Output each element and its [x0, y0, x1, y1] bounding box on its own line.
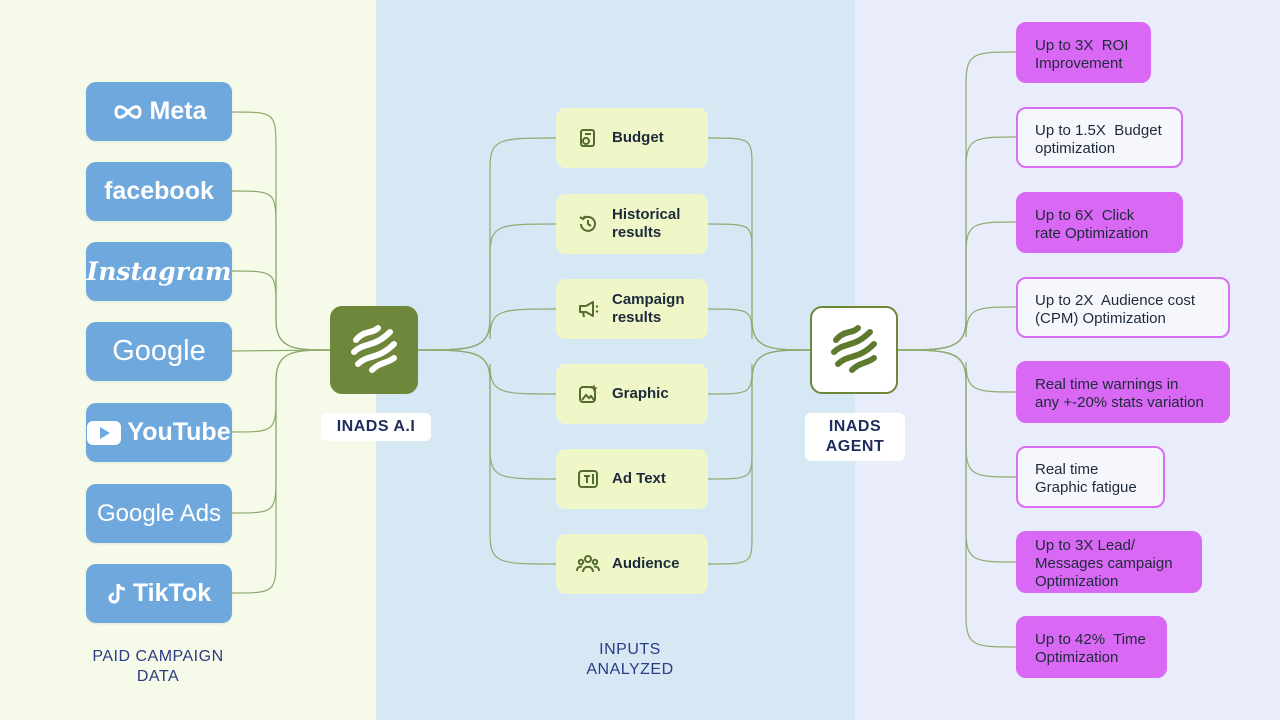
source-connector [231, 190, 331, 351]
source-label: Instagram [86, 257, 232, 286]
output-connector [897, 136, 1017, 351]
input-ad-text: Ad Text [556, 449, 708, 509]
audience-icon [576, 552, 600, 576]
megaphone-icon [576, 297, 600, 321]
output-connector [897, 349, 1017, 563]
output-connector [897, 51, 1017, 351]
inputs-analyzed-caption: INPUTS ANALYZED [586, 641, 674, 678]
tiktok-note-icon [107, 582, 127, 606]
input-connector [417, 137, 557, 351]
source-google: Google [86, 322, 232, 381]
source-label: YouTube [127, 418, 231, 446]
output-connector [897, 349, 1017, 393]
input-connector [417, 308, 557, 351]
source-label: Google Ads [96, 499, 222, 527]
inads-ai-label: INADS A.I [321, 413, 431, 441]
input-connector [417, 349, 557, 480]
source-label: TikTok [132, 579, 212, 607]
output-connector [897, 349, 1017, 648]
input-label: Historical results [612, 206, 681, 241]
inads-agent-hub [810, 306, 898, 394]
input-label: Graphic [612, 385, 669, 402]
input-label: Audience [612, 555, 680, 572]
source-label: Meta [149, 97, 207, 125]
source-connector [231, 349, 331, 594]
output-connector [897, 349, 1017, 478]
output-time-optimization: Up to 42% Time Optimization [1016, 616, 1167, 678]
input-budget: Budget [556, 108, 708, 168]
inads-logo-icon [346, 320, 402, 381]
agent-connector [707, 349, 811, 565]
agent-connector [707, 349, 811, 395]
source-label: Google [112, 335, 206, 367]
source-connector [231, 349, 331, 433]
output-click-rate: Up to 6X Click rate Optimization [1016, 192, 1183, 253]
output-audience-cost: Up to 2X Audience cost (CPM) Optimizatio… [1016, 277, 1230, 338]
budget-icon [576, 126, 600, 150]
youtube-play-icon [87, 420, 122, 445]
output-graphic-fatigue: Real time Graphic fatigue [1016, 446, 1165, 508]
output-roi-improvement: Up to 3X ROI Improvement [1016, 22, 1151, 83]
output-connector [897, 306, 1017, 351]
text-icon [576, 467, 600, 491]
output-real-time-warnings: Real time warnings in any +-20% stats va… [1016, 361, 1230, 423]
agent-connector [707, 308, 811, 351]
graphic-icon [576, 382, 600, 406]
input-connector [417, 349, 557, 395]
input-historical-results: Historical results [556, 194, 708, 254]
source-connector [231, 111, 331, 351]
agent-connector [707, 137, 811, 351]
agent-connector [707, 349, 811, 480]
source-google-ads: Google Ads [86, 484, 232, 543]
input-connector [417, 223, 557, 351]
input-campaign-results: Campaign results [556, 279, 708, 339]
output-budget-optimization: Up to 1.5X Budget optimization [1016, 107, 1183, 168]
input-audience: Audience [556, 534, 708, 594]
inads-agent-label: INADS AGENT [805, 413, 905, 461]
paid-campaign-data-caption: PAID CAMPAIGN DATA [92, 648, 224, 685]
agent-connector [707, 223, 811, 351]
input-connector [417, 349, 557, 565]
source-instagram: Instagram [86, 242, 232, 301]
inads-ai-hub [330, 306, 418, 394]
source-connector [231, 270, 331, 351]
history-icon [576, 212, 600, 236]
meta-infinity-icon [112, 103, 144, 121]
input-label: Campaign results [612, 291, 685, 326]
output-connector [897, 221, 1017, 351]
input-graphic: Graphic [556, 364, 708, 424]
source-label: facebook [104, 177, 214, 205]
source-meta: Meta [86, 82, 232, 141]
source-youtube: YouTube [86, 403, 232, 462]
inads-logo-icon [826, 320, 882, 381]
source-tiktok: TikTok [86, 564, 232, 623]
input-label: Budget [612, 129, 664, 146]
input-label: Ad Text [612, 470, 666, 487]
source-facebook: facebook [86, 162, 232, 221]
output-lead-messages: Up to 3X Lead/ Messages campaign Optimiz… [1016, 531, 1202, 593]
